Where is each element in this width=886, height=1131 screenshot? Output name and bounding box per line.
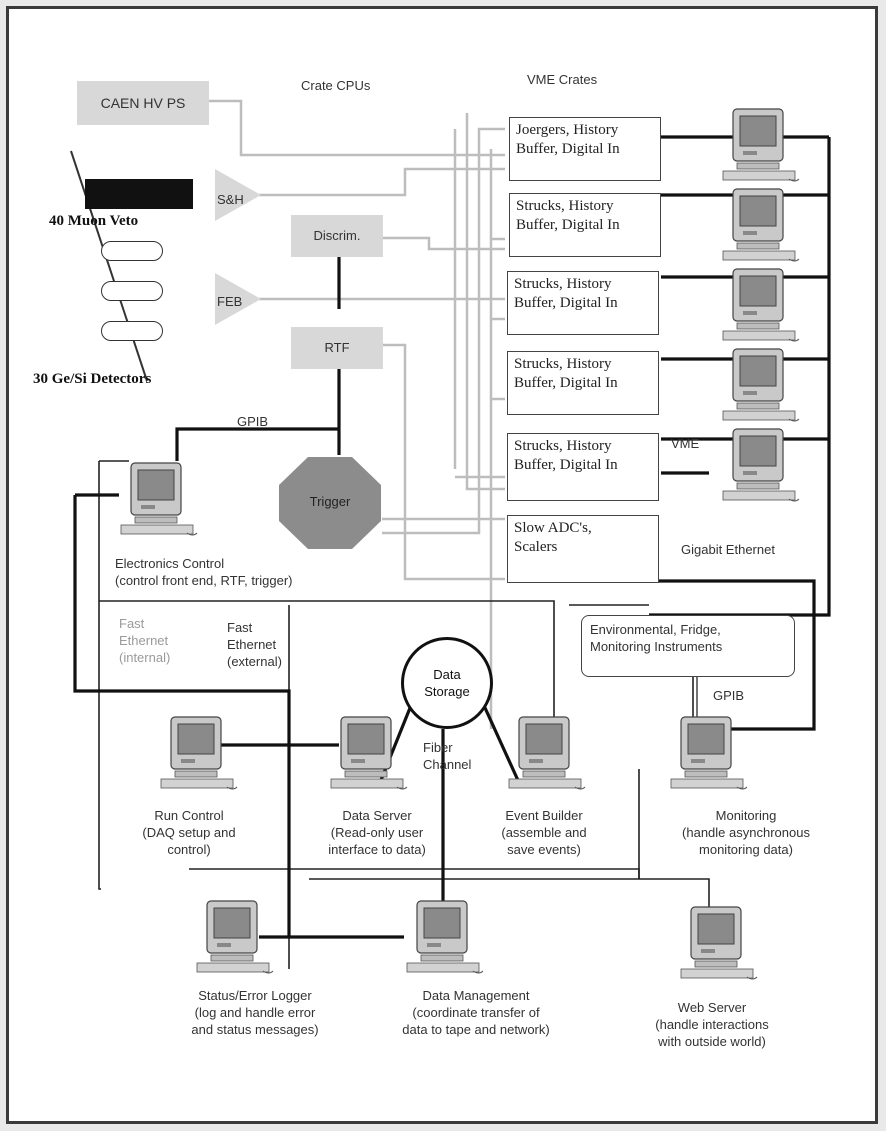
- web-server-label: Web Server (handle interactions with out…: [655, 1000, 769, 1049]
- trigger-octagon: [279, 457, 381, 549]
- trigger-label: Trigger: [309, 494, 351, 509]
- feb-amplifier-icon: [215, 273, 261, 325]
- vme-box-strucks-1: Strucks, History Buffer, Digital In: [509, 193, 661, 257]
- vme-box-slow-adcs: Slow ADC's, Scalers: [507, 515, 659, 583]
- gpib-env-label: GPIB: [713, 688, 745, 703]
- status-logger-label: Status/Error Logger (log and handle erro…: [191, 988, 319, 1037]
- vme-box-joergers: Joergers, History Buffer, Digital In: [509, 117, 661, 181]
- detectors-label: 30 Ge/Si Detectors: [33, 371, 152, 387]
- crate-cpu-icon-2: [722, 188, 800, 262]
- vme-box-strucks-3: Strucks, History Buffer, Digital In: [507, 351, 659, 415]
- vme-label: VME: [671, 436, 700, 451]
- data-management-label: Data Management (coordinate transfer of …: [402, 988, 550, 1037]
- web-server-computer-icon: [680, 906, 758, 980]
- data-storage-circle: Data Storage: [401, 637, 493, 729]
- sh-label: S&H: [217, 192, 244, 207]
- vme-crates-header: VME Crates: [527, 72, 598, 87]
- muon-veto-label: 40 Muon Veto: [49, 213, 139, 229]
- muon-veto-bar: [85, 179, 193, 209]
- crate-cpus-header: Crate CPUs: [301, 78, 371, 93]
- data-management-computer-icon: [406, 900, 484, 974]
- sh-amplifier-icon: [215, 169, 261, 221]
- crate-cpu-icon-1: [722, 108, 800, 182]
- vme-box-strucks-4: Strucks, History Buffer, Digital In: [507, 433, 659, 501]
- data-server-label: Data Server (Read-only user interface to…: [328, 808, 426, 857]
- event-builder-computer-icon: [508, 716, 586, 790]
- monitoring-label: Monitoring (handle asynchronous monitori…: [682, 808, 810, 857]
- rtf-box: RTF: [291, 327, 383, 369]
- fast-ethernet-internal-label: Fast Ethernet (internal): [119, 616, 171, 665]
- gpib-top-label: GPIB: [237, 414, 269, 429]
- gigabit-ethernet-label: Gigabit Ethernet: [681, 542, 775, 557]
- feb-label: FEB: [217, 294, 243, 309]
- environmental-box: Environmental, Fridge, Monitoring Instru…: [581, 615, 795, 677]
- crate-cpu-icon-3: [722, 268, 800, 342]
- crate-cpu-icon-5: [722, 428, 800, 502]
- detector-stack-2: [101, 281, 163, 301]
- daq-architecture-diagram: Crate CPUs VME Crates CAEN HV PS 40 Muon…: [6, 6, 878, 1124]
- run-control-computer-icon: [160, 716, 238, 790]
- fiber-channel-label: Fiber Channel: [423, 740, 472, 772]
- run-control-label: Run Control (DAQ setup and control): [142, 808, 236, 857]
- fast-ethernet-external-label: Fast Ethernet (external): [227, 620, 282, 669]
- crate-cpu-icon-4: [722, 348, 800, 422]
- data-storage-label: Data Storage: [424, 667, 470, 699]
- electronics-control-computer-icon: [120, 462, 198, 536]
- event-builder-label: Event Builder (assemble and save events): [501, 808, 587, 857]
- discrim-box: Discrim.: [291, 215, 383, 257]
- detector-stack-3: [101, 321, 163, 341]
- detector-stack-1: [101, 241, 163, 261]
- caen-hv-ps-box: CAEN HV PS: [77, 81, 209, 125]
- electronics-control-label: Electronics Control (control front end, …: [115, 556, 293, 588]
- status-logger-computer-icon: [196, 900, 274, 974]
- monitoring-computer-icon: [670, 716, 748, 790]
- data-server-computer-icon: [330, 716, 408, 790]
- vme-box-strucks-2: Strucks, History Buffer, Digital In: [507, 271, 659, 335]
